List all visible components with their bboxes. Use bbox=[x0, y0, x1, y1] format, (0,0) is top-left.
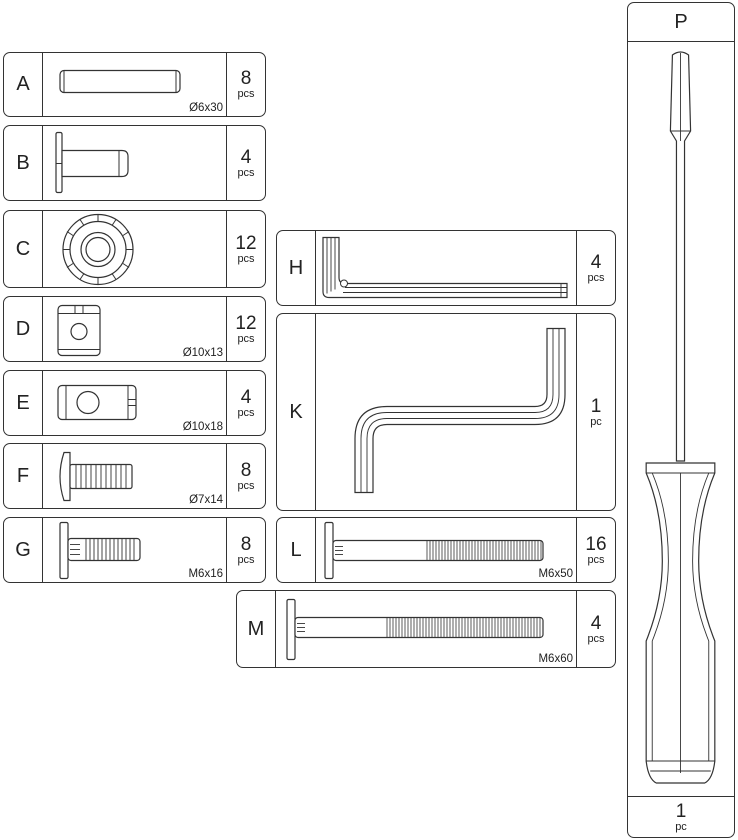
part-qty-d: 12 pcs bbox=[226, 297, 265, 361]
part-qty-m: 4 pcs bbox=[576, 591, 615, 667]
cam-lock-drawing bbox=[42, 211, 227, 287]
qty-number: 16 bbox=[585, 533, 607, 555]
barrel-nut-long-drawing: Ø10x18 bbox=[42, 371, 227, 435]
allen-key-large-icon bbox=[315, 314, 577, 510]
qty-unit: pcs bbox=[587, 553, 605, 566]
part-qty-k: 1 pc bbox=[576, 314, 615, 510]
part-letter-e: E bbox=[4, 371, 43, 435]
part-size-e: Ø10x18 bbox=[182, 421, 223, 433]
qty-unit: pcs bbox=[237, 406, 255, 419]
part-qty-h: 4 pcs bbox=[576, 231, 615, 305]
bolt-longest-icon bbox=[275, 591, 577, 667]
part-letter-h: H bbox=[277, 231, 316, 305]
part-card-p: P 1 pc bbox=[627, 2, 735, 838]
part-qty-c: 12 pcs bbox=[226, 211, 265, 287]
part-card-d: D Ø10x13 12 pcs bbox=[3, 296, 266, 362]
part-qty-b: 4 pcs bbox=[226, 126, 265, 200]
screw-drawing: Ø7x14 bbox=[42, 444, 227, 508]
part-card-f: F Ø7x14 8 pcs bbox=[3, 443, 266, 509]
qty-number: 4 bbox=[240, 146, 252, 168]
bolt-longest-drawing: M6x60 bbox=[275, 591, 577, 667]
allen-key-small-drawing bbox=[315, 231, 577, 305]
part-letter-a: A bbox=[4, 53, 43, 116]
qty-unit: pcs bbox=[237, 88, 255, 100]
part-size-l: M6x50 bbox=[538, 568, 573, 580]
part-letter-k: K bbox=[277, 314, 316, 510]
part-qty-e: 4 pcs bbox=[226, 371, 265, 435]
part-size-f: Ø7x14 bbox=[189, 494, 223, 506]
part-letter-c: C bbox=[4, 211, 43, 287]
part-letter-d: D bbox=[4, 297, 43, 361]
part-card-e: E Ø10x18 4 pcs bbox=[3, 370, 266, 436]
screwdriver-drawing bbox=[628, 41, 734, 797]
connector-bolt-icon bbox=[42, 126, 227, 200]
part-qty-a: 8 pcs bbox=[226, 53, 265, 116]
part-letter-g: G bbox=[4, 518, 43, 582]
screw-icon bbox=[42, 444, 227, 508]
qty-unit: pcs bbox=[237, 553, 255, 566]
qty-number: 12 bbox=[235, 312, 257, 334]
part-letter-m: M bbox=[237, 591, 276, 667]
bolt-short-drawing: M6x16 bbox=[42, 518, 227, 582]
part-card-m: M M6x60 4 pcs bbox=[236, 590, 616, 668]
qty-number: 8 bbox=[240, 533, 252, 555]
part-card-a: A Ø6x30 8 pcs bbox=[3, 52, 266, 117]
qty-unit: pcs bbox=[237, 166, 255, 179]
qty-number: 8 bbox=[240, 459, 252, 481]
part-card-k: K 1 pc bbox=[276, 313, 616, 511]
screwdriver-icon bbox=[628, 41, 734, 797]
qty-unit: pcs bbox=[587, 271, 605, 284]
qty-unit: pcs bbox=[587, 632, 605, 645]
qty-unit: pcs bbox=[237, 479, 255, 492]
part-letter-l: L bbox=[277, 518, 316, 582]
part-size-g: M6x16 bbox=[188, 568, 223, 580]
qty-unit: pc bbox=[675, 820, 687, 833]
bolt-long-drawing: M6x50 bbox=[315, 518, 577, 582]
bolt-long-icon bbox=[315, 518, 577, 582]
part-card-b: B 4 pcs bbox=[3, 125, 266, 201]
allen-key-large-drawing bbox=[315, 314, 577, 510]
part-qty-p: 1 pc bbox=[628, 796, 734, 837]
part-size-a: Ø6x30 bbox=[189, 102, 223, 114]
part-size-d: Ø10x13 bbox=[182, 347, 223, 359]
part-letter-f: F bbox=[4, 444, 43, 508]
part-qty-f: 8 pcs bbox=[226, 444, 265, 508]
qty-number: 4 bbox=[590, 612, 602, 634]
qty-number: 8 bbox=[240, 68, 252, 89]
part-card-h: H 4 pcs bbox=[276, 230, 616, 306]
part-card-g: G M6x16 8 pcs bbox=[3, 517, 266, 583]
part-qty-l: 16 pcs bbox=[576, 518, 615, 582]
qty-number: 12 bbox=[235, 232, 257, 254]
qty-unit: pc bbox=[590, 415, 602, 428]
qty-number: 1 bbox=[675, 800, 687, 822]
part-card-c: C 12 bbox=[3, 210, 266, 288]
part-size-m: M6x60 bbox=[538, 653, 573, 665]
qty-unit: pcs bbox=[237, 252, 255, 265]
qty-number: 4 bbox=[240, 386, 252, 408]
qty-unit: pcs bbox=[237, 332, 255, 345]
dowel-drawing: Ø6x30 bbox=[42, 53, 227, 116]
barrel-nut-long-icon bbox=[42, 371, 227, 435]
part-qty-g: 8 pcs bbox=[226, 518, 265, 582]
connector-bolt-drawing bbox=[42, 126, 227, 200]
part-letter-b: B bbox=[4, 126, 43, 200]
qty-number: 1 bbox=[590, 395, 602, 417]
barrel-nut-drawing: Ø10x13 bbox=[42, 297, 227, 361]
barrel-nut-icon bbox=[42, 297, 227, 361]
qty-number: 4 bbox=[590, 251, 602, 273]
allen-key-small-icon bbox=[315, 231, 577, 305]
dowel-icon bbox=[42, 53, 227, 116]
part-card-l: L M6x50 16 pcs bbox=[276, 517, 616, 583]
bolt-short-icon bbox=[42, 518, 227, 582]
cam-lock-icon bbox=[42, 211, 227, 287]
part-letter-p: P bbox=[628, 3, 734, 42]
